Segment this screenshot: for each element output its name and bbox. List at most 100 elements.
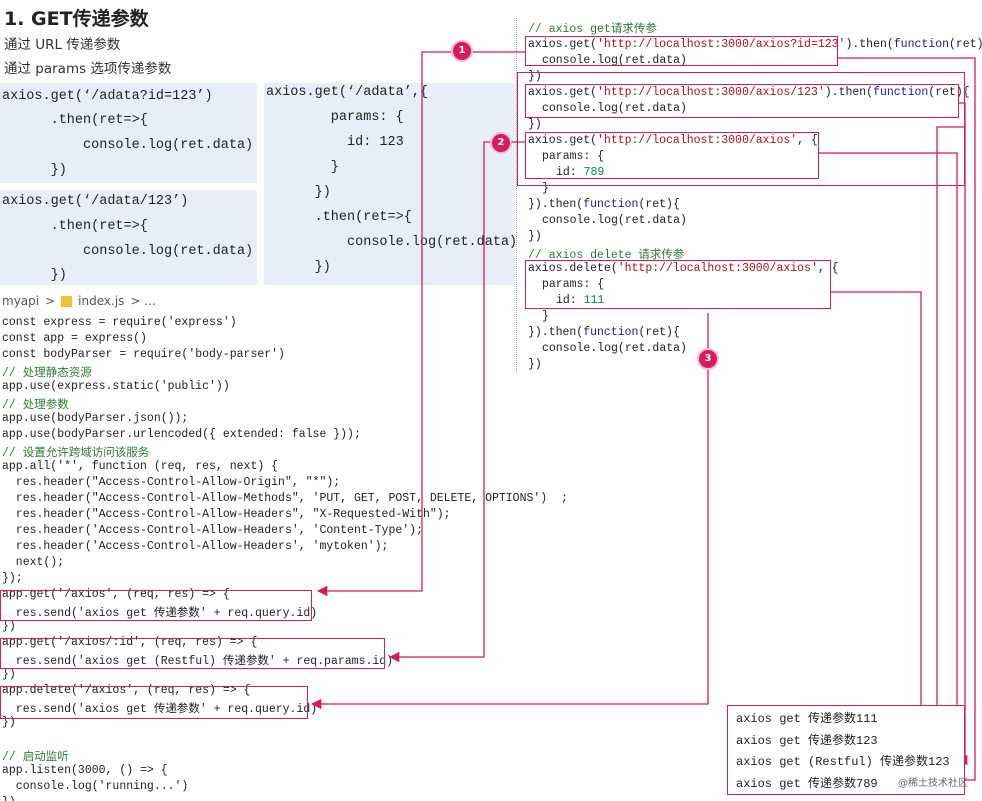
code-string: 'http://localhost:3000/axios?id=123' — [597, 38, 846, 51]
subtitle-params: 通过 params 选项传递参数 — [4, 61, 172, 77]
code-token: (ret){ — [638, 326, 680, 339]
code-line: next(); — [2, 556, 65, 569]
code-line: app.get('/axios/:id', (req, res) => { — [2, 636, 258, 649]
code-line: .then(ret=>{ — [2, 113, 148, 128]
code-token: (ret){ — [638, 198, 680, 211]
code-token: axios.delete( — [528, 262, 618, 275]
code-line: } — [542, 182, 549, 195]
code-line: }) — [528, 358, 542, 371]
code-comment-line: // 处理静态资源 — [2, 367, 92, 380]
code-comment: // axios delete 请求传参 — [528, 249, 685, 262]
javascript-file-icon — [61, 295, 73, 307]
code-line: params: { — [542, 150, 605, 163]
code-line: res.header("Access-Control-Allow-Origin"… — [2, 476, 341, 489]
code-token: axios.get( — [528, 38, 598, 51]
wire-out-5 — [936, 126, 965, 705]
breadcrumb-more[interactable]: > ... — [130, 294, 156, 308]
code-line: console.log(ret.data) — [2, 244, 254, 259]
highlight-get-restful — [525, 84, 959, 118]
code-line: const bodyParser = require('body-parser'… — [2, 348, 285, 361]
code-token: ).then( — [845, 38, 894, 51]
highlight-get-params — [525, 132, 819, 179]
code-comment-line: // 启动监听 — [2, 751, 69, 764]
code-line: res.send('axios get 传递参数' + req.query.id… — [2, 703, 318, 716]
code-line: axios.get('http://localhost:3000/axios?i… — [528, 38, 982, 51]
breadcrumb-file[interactable]: index.js — [78, 294, 125, 308]
code-line: console.log(ret.data) — [542, 102, 687, 115]
code-line: // axios get请求传参 — [528, 20, 657, 36]
code-line: axios.get(‘/adata?id=123’) — [2, 89, 213, 104]
wire-2 — [388, 141, 525, 663]
code-line: } — [542, 310, 549, 323]
code-line: res.header("Access-Control-Allow-Headers… — [2, 508, 451, 521]
code-card-query: axios.get(‘/adata?id=123’) .then(ret=>{ … — [0, 83, 257, 183]
code-line: console.log('running...') — [2, 780, 189, 793]
output-line: axios get (Restful) 传递参数123 — [736, 755, 950, 769]
code-line: console.log(ret.data) — [2, 138, 254, 153]
code-line: }).then(function(ret){ — [528, 326, 680, 339]
code-line: app.get('/axios', (req, res) => { — [2, 588, 230, 601]
code-line: }); — [2, 572, 23, 585]
breadcrumb: myapi > index.js > ... — [2, 294, 156, 308]
code-token: axios.get( — [528, 86, 598, 99]
code-token: axios.get( — [528, 134, 598, 147]
code-line: console.log(ret.data) — [266, 235, 518, 250]
code-line: axios.delete('http://localhost:3000/axio… — [528, 262, 839, 275]
code-keyword: function — [873, 86, 929, 99]
highlight-route-delete — [0, 686, 308, 719]
code-line: params: { — [266, 110, 404, 125]
code-line: res.header('Access-Control-Allow-Headers… — [2, 524, 423, 537]
step-badge-1: 1 — [453, 42, 471, 60]
code-line: id: 111 — [556, 294, 604, 307]
code-line: const app = express() — [2, 332, 147, 345]
wire-1 — [316, 51, 525, 597]
code-line: res.header('Access-Control-Allow-Headers… — [2, 540, 389, 553]
code-token: }).then( — [528, 198, 584, 211]
code-line: }) — [528, 230, 542, 243]
code-line: params: { — [542, 278, 605, 291]
code-line: axios.get('http://localhost:3000/axios',… — [528, 134, 818, 147]
code-line: }) — [2, 668, 16, 681]
code-line: }) — [2, 796, 16, 801]
code-line: .then(ret=>{ — [266, 210, 412, 225]
code-keyword: function — [583, 198, 639, 211]
code-line: app.use(express.static('public')) — [2, 380, 230, 393]
code-token: (ret){ — [928, 86, 970, 99]
code-line: console.log(ret.data) — [542, 214, 687, 227]
code-line: }).then(function(ret){ — [528, 198, 680, 211]
wire-out-4 — [831, 291, 922, 731]
console-output: axios get 传递参数111 axios get 传递参数123 axio… — [727, 705, 965, 795]
step-badge-2: 2 — [492, 134, 510, 152]
code-line: }) — [2, 163, 67, 178]
code-line: .then(ret=>{ — [2, 219, 148, 234]
subtitle-url: 通过 URL 传递参数 — [4, 37, 121, 53]
code-line: // axios delete 请求传参 — [528, 246, 684, 262]
code-line: }) — [2, 716, 16, 729]
code-line: axios.get(‘/adata/123’) — [2, 194, 189, 209]
code-keyword: function — [583, 326, 639, 339]
code-string: 'http://localhost:3000/axios/123' — [597, 86, 825, 99]
code-keyword: function — [893, 38, 949, 51]
wire-out-3 — [819, 152, 958, 751]
code-line: }) — [266, 185, 331, 200]
watermark: @稀土技术社区 — [898, 778, 968, 789]
code-token: id: — [556, 166, 584, 179]
code-line: console.log(ret.data) — [542, 342, 687, 355]
code-string: 'http://localhost:3000/axios' — [617, 262, 818, 275]
code-comment-line: // 处理参数 — [2, 399, 69, 412]
code-token: }).then( — [528, 326, 584, 339]
code-card-params: axios.get(‘/adata’,{ params: { id: 123 }… — [264, 83, 518, 285]
breadcrumb-folder[interactable]: myapi — [2, 294, 40, 308]
code-line: } — [266, 160, 339, 175]
highlight-route-get — [0, 590, 312, 621]
highlight-delete-params — [525, 260, 831, 309]
code-line: app.use(bodyParser.urlencoded({ extended… — [2, 428, 361, 441]
wire-out-2 — [956, 102, 968, 766]
highlight-get-query — [525, 36, 838, 66]
code-line: res.send('axios get (Restful) 传递参数' + re… — [2, 655, 394, 668]
code-token: ).then( — [824, 86, 874, 99]
code-line: app.delete('/axios', (req, res) => { — [2, 684, 251, 697]
editor-gutter — [516, 18, 517, 373]
wire-out-1 — [838, 57, 976, 786]
code-line: app.listen(3000, () => { — [2, 764, 168, 777]
